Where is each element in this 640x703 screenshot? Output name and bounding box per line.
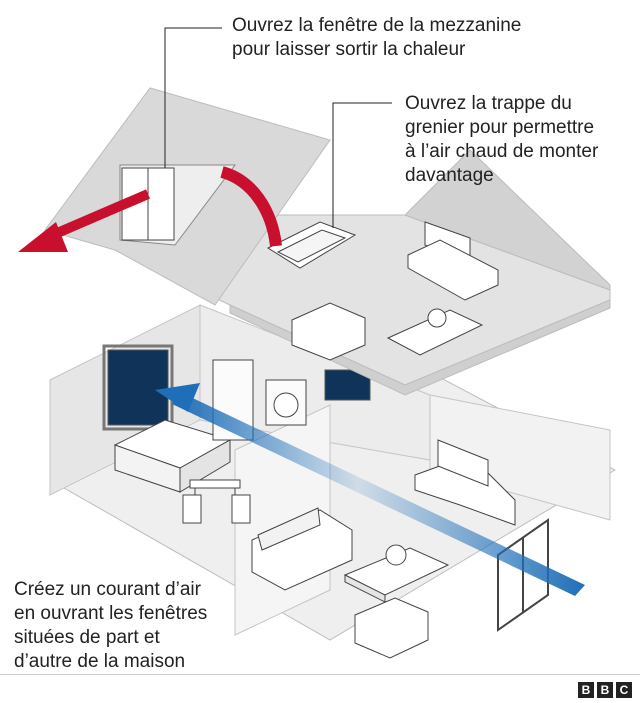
dining-chair	[183, 495, 201, 523]
callout-line: à l’air chaud de monter	[405, 141, 598, 162]
callout-line: d’autre de la maison	[14, 651, 185, 672]
callout-line: Ouvrez la trappe du	[405, 93, 572, 114]
callout-cross-draft: Créez un courant d’air en ouvrant les fe…	[14, 578, 254, 674]
callout-line: en ouvrant les fenêtres	[14, 603, 207, 624]
callout-mezzanine-window: Ouvrez la fenêtre de la mezzanine pour l…	[232, 14, 632, 62]
bbc-logo-block: C	[616, 682, 632, 698]
dining-chair	[232, 495, 250, 523]
mezzanine-plant	[428, 309, 446, 327]
kitchen-window	[108, 350, 168, 425]
bbc-logo-block: B	[578, 682, 594, 698]
callout-line: situées de part et	[14, 627, 160, 648]
callout-line: davantage	[405, 165, 494, 186]
callout-attic-hatch: Ouvrez la trappe du grenier pour permett…	[405, 92, 635, 188]
footer-divider	[0, 674, 640, 675]
bbc-logo-block: B	[597, 682, 613, 698]
callout-line: pour laisser sortir la chaleur	[232, 39, 465, 60]
dining-table	[190, 480, 240, 488]
plant	[386, 545, 406, 565]
callout-line: Ouvrez la fenêtre de la mezzanine	[232, 15, 521, 36]
callout-line: grenier pour permettre	[405, 117, 594, 138]
callout-line: Créez un courant d’air	[14, 579, 201, 600]
leader-attic	[333, 103, 392, 228]
bbc-logo: B B C	[578, 682, 632, 698]
